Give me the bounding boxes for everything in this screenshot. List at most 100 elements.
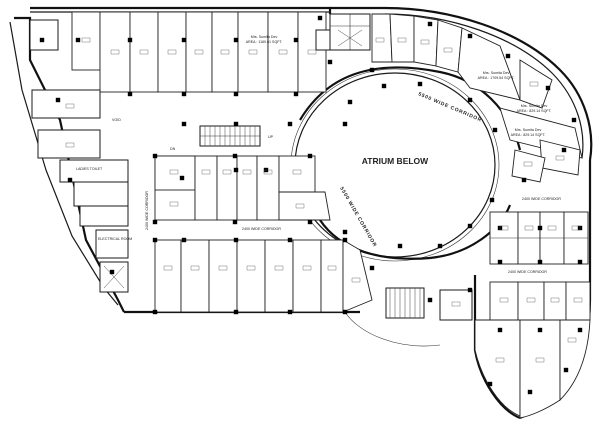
shop-tag [169,201,179,207]
shop-tag [292,169,302,175]
column-marker [467,97,473,103]
column-marker [152,237,158,243]
column-marker [152,219,158,225]
corridor-label-west: 2400 WIDE CORRIDOR [145,191,149,230]
shop-tag [302,265,312,271]
owner-note-1-name: Mrs. Sumita Dev [251,35,278,39]
column-marker [427,21,433,27]
column-marker [342,121,348,127]
owner-note-4-area: AREA : 829.14 SQFT. [511,133,546,137]
column-marker [537,225,543,231]
column-marker [233,167,239,173]
column-marker [527,389,533,395]
column-marker [233,91,239,97]
column-marker [232,219,238,225]
shop-tag [222,169,232,175]
shop-tag [529,81,539,87]
column-marker [287,121,293,127]
southeast-shops [474,319,591,419]
column-marker [293,91,299,97]
column-marker [127,91,133,97]
structural-columns [39,15,583,395]
shop-tag [110,49,120,55]
column-marker [537,327,543,333]
shop-tag [526,297,536,303]
column-marker [67,177,73,183]
shop-tag [220,49,230,55]
column-marker [181,237,187,243]
shop-tag [248,49,258,55]
column-marker [55,97,61,103]
owner-note-3-area: AREA : 829.14 SQFT. [517,109,552,113]
column-marker [369,265,375,271]
owner-note-2-name: Mrs. Sumita Dev [483,71,510,75]
shop-tag [327,265,337,271]
shop-tag [263,169,273,175]
column-marker [417,81,423,87]
shop-tag [567,337,577,343]
column-marker [381,83,387,89]
column-marker [571,117,577,123]
column-marker [181,91,187,97]
owner-note-2-area: AREA : 1709.54 SQFT. [478,76,515,80]
escalator-dn-label: DN [170,147,176,151]
shop-tag [218,265,228,271]
shop-tag [499,297,509,303]
column-marker [181,121,187,127]
shop-tag [274,265,284,271]
shop-tag [375,37,385,43]
shop-tag [307,49,317,55]
shop-tag [535,357,545,363]
column-marker [561,147,567,153]
column-marker [537,259,543,265]
column-marker [467,33,473,39]
shop-tag [278,49,288,55]
column-marker [233,121,239,127]
column-marker [342,229,348,235]
owner-note-3-name: Mrs. Sumita Dev [521,104,548,108]
column-marker [427,297,433,303]
owner-note-4-name: Mrs. Sumita Dev [515,128,542,132]
void-label: VOID [112,118,121,122]
column-marker [487,381,493,387]
south-shops [154,239,373,313]
shop-tag [443,47,453,53]
column-marker [287,237,293,243]
column-marker [505,53,511,59]
shop-tag [65,142,75,148]
shop-tag [65,103,75,109]
shop-tag [547,225,557,231]
column-marker [489,197,495,203]
column-marker [39,37,45,43]
column-marker [233,37,239,43]
column-marker [232,153,238,159]
shop-tag [81,37,91,43]
shop-tag [201,169,211,175]
shop-tag [524,225,534,231]
south-stair [344,287,473,347]
column-marker [342,309,348,315]
column-marker [497,327,503,333]
ladies-toilet-label: LADIES TOILET [76,167,103,171]
shop-tag [295,203,305,209]
column-marker [397,243,403,249]
lift-core [315,13,371,51]
shop-tag [571,225,581,231]
column-marker [307,153,313,159]
escalator-up-label: UP [268,135,274,139]
column-marker [181,37,187,43]
column-marker [545,85,551,91]
corridor-label-south-mid: 2400 WIDE CORRIDOR [242,227,281,231]
column-marker [307,219,313,225]
shop-tag [451,301,461,307]
electrical-room-label: ELECTRICAL ROOM [98,237,132,241]
column-marker [492,127,498,133]
corridor-label-east: 2400 WIDE CORRIDOR [522,197,561,201]
shop-tag [397,37,407,43]
column-marker [577,327,583,333]
atrium: ATRIUM BELOW [290,66,522,262]
corridor-label-southeast: 2400 WIDE CORRIDOR [508,270,547,274]
column-marker [347,99,353,105]
column-marker [563,367,569,373]
